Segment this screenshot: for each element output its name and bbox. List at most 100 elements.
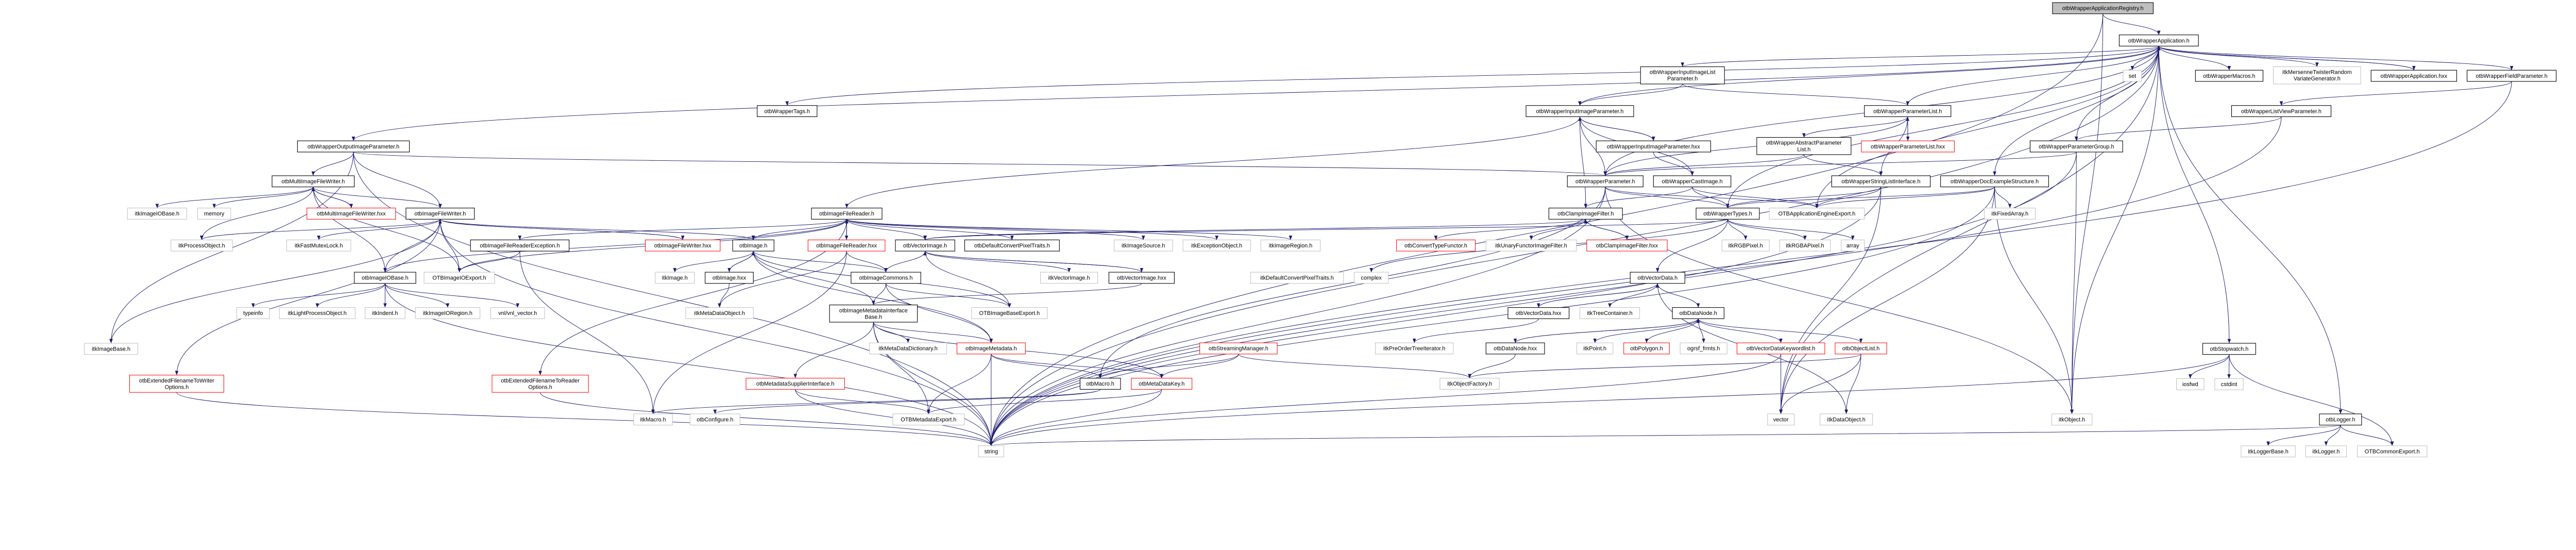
graph-node-plisthxx[interactable]: otbWrapperParameterList.hxx — [1861, 140, 1955, 153]
graph-node-itkvimage[interactable]: itkVectorImage.h — [1040, 272, 1098, 284]
graph-node-itkmacro[interactable]: itkMacro.h — [633, 413, 673, 426]
graph-node-itkimagebase[interactable]: itkImageBase.h — [84, 343, 138, 355]
graph-node-datanodehxx[interactable]: otbDataNode.hxx — [1485, 342, 1545, 355]
graph-node-types[interactable]: otbWrapperTypes.h — [1696, 208, 1760, 220]
graph-node-defconv[interactable]: otbDefaultConvertPixelTraits.h — [964, 239, 1060, 252]
graph-node-otbmacro[interactable]: otbMacro.h — [1079, 378, 1121, 390]
graph-node-itklogger[interactable]: itkLogger.h — [2305, 445, 2347, 458]
graph-node-configure[interactable]: otbConfigure.h — [689, 413, 740, 426]
graph-node-outimg[interactable]: otbWrapperOutputImageParameter.h — [297, 140, 410, 153]
graph-node-itkimage[interactable]: itkImage.h — [655, 272, 695, 284]
graph-node-point[interactable]: itkPoint.h — [1577, 342, 1614, 355]
graph-node-itkiobase[interactable]: itkImageIOBase.h — [127, 208, 188, 220]
graph-node-string[interactable]: string — [978, 445, 1005, 458]
graph-node-ioregion[interactable]: itkImageIORegion.h — [415, 307, 481, 319]
graph-node-procobj[interactable]: itkProcessObject.h — [171, 239, 233, 252]
graph-node-group[interactable]: otbWrapperParameterGroup.h — [2029, 140, 2123, 153]
graph-node-clamp[interactable]: otbClampImageFilter.h — [1548, 208, 1623, 220]
graph-node-itkobject[interactable]: itkObject.h — [2051, 413, 2093, 426]
graph-node-param[interactable]: otbWrapperParameter.h — [1567, 175, 1643, 188]
graph-node-docex[interactable]: otbWrapperDocExampleStructure.h — [1940, 175, 2049, 188]
graph-node-vdkw[interactable]: otbVectorDataKeywordlist.h — [1736, 342, 1825, 355]
graph-node-rgba[interactable]: itkRGBAPixel.h — [1779, 239, 1831, 252]
graph-node-imgmd[interactable]: otbImageMetadata.h — [956, 342, 1026, 355]
graph-node-memory[interactable]: memory — [197, 208, 231, 220]
graph-node-indent[interactable]: itkIndent.h — [365, 307, 405, 319]
graph-node-plist[interactable]: otbWrapperParameterList.h — [1864, 105, 1952, 117]
graph-node-app[interactable]: otbWrapperApplication.h — [2119, 35, 2199, 46]
graph-node-typeinfo[interactable]: typeinfo — [236, 307, 270, 319]
graph-node-vdata[interactable]: otbVectorData.h — [1630, 272, 1685, 284]
graph-node-otbiobase[interactable]: otbImageIOBase.h — [354, 272, 416, 284]
graph-node-baseexport[interactable]: OTBImageBaseExport.h — [971, 307, 1048, 319]
graph-node-image[interactable]: otbImage.h — [732, 239, 774, 252]
graph-node-commonexport[interactable]: OTBCommonExport.h — [2357, 445, 2428, 458]
graph-node-appexport[interactable]: OTBApplicationEngineExport.h — [1769, 208, 1865, 220]
graph-node-mdexport[interactable]: OTBMetadataExport.h — [892, 413, 965, 426]
graph-node-inimghxx[interactable]: otbWrapperInputImageParameter.hxx — [1596, 140, 1711, 153]
graph-node-imgregion[interactable]: itkImageRegion.h — [1260, 239, 1321, 252]
graph-node-lightproc[interactable]: itkLightProcessObject.h — [279, 307, 355, 319]
graph-node-ogr[interactable]: ogrsf_frmts.h — [1680, 342, 1727, 355]
graph-node-tree[interactable]: itkTreeContainer.h — [1579, 307, 1640, 319]
graph-node-unary[interactable]: itkUnaryFunctorImageFilter.h — [1485, 239, 1577, 252]
graph-node-metaobj[interactable]: itkMetaDataObject.h — [685, 307, 754, 319]
graph-node-cstdint[interactable]: cstdint — [2214, 378, 2244, 390]
graph-node-complex[interactable]: complex — [1354, 272, 1389, 284]
graph-node-commons[interactable]: otbImageCommons.h — [851, 272, 921, 284]
graph-node-preorder[interactable]: itkPreOrderTreeIterator.h — [1375, 342, 1454, 355]
graph-node-strlist[interactable]: otbWrapperStringListInterface.h — [1831, 175, 1931, 188]
graph-node-multiwhxx[interactable]: otbMultiImageFileWriter.hxx — [307, 208, 396, 220]
graph-node-set[interactable]: set — [2123, 70, 2142, 82]
graph-node-cast[interactable]: otbWrapperCastImage.h — [1653, 175, 1732, 188]
graph-node-stopwatch[interactable]: otbStopwatch.h — [2202, 343, 2256, 355]
graph-node-logger[interactable]: otbLogger.h — [2319, 413, 2362, 426]
graph-node-clamphxx[interactable]: otbClampImageFilter.hxx — [1586, 239, 1668, 252]
graph-node-vector[interactable]: vector — [1767, 413, 1795, 426]
graph-node-convfunc[interactable]: otbConvertTypeFunctor.h — [1396, 239, 1476, 252]
graph-node-objfactory[interactable]: itkObjectFactory.h — [1439, 378, 1500, 390]
graph-node-multiw[interactable]: otbMultiImageFileWriter.h — [272, 175, 355, 188]
graph-node-apphxx[interactable]: otbWrapperApplication.hxx — [2370, 70, 2458, 82]
graph-node-macros[interactable]: otbWrapperMacros.h — [2195, 70, 2264, 82]
graph-node-writer[interactable]: otbImageFileWriter.h — [405, 208, 475, 220]
graph-node-excobj[interactable]: itkExceptionObject.h — [1182, 239, 1251, 252]
graph-node-datanode[interactable]: otbDataNode.h — [1672, 307, 1724, 319]
graph-node-polygon[interactable]: otbPolygon.h — [1623, 342, 1670, 355]
graph-node-mutex[interactable]: itkFastMutexLock.h — [286, 239, 351, 252]
graph-node-loggerbase[interactable]: itkLoggerBase.h — [2241, 445, 2296, 458]
graph-node-mdsupp[interactable]: otbMetadataSupplierInterface.h — [745, 378, 845, 390]
graph-node-mddict[interactable]: itkMetaDataDictionary.h — [869, 342, 947, 355]
graph-node-vimagehxx[interactable]: otbVectorImage.hxx — [1108, 272, 1175, 284]
graph-node-itkdefconv[interactable]: itkDefaultConvertPixelTraits.h — [1250, 272, 1344, 284]
graph-node-iosfwd[interactable]: iosfwd — [2176, 378, 2205, 390]
graph-node-array[interactable]: array — [1841, 239, 1865, 252]
graph-node-imgsource[interactable]: itkImageSource.h — [1113, 239, 1173, 252]
graph-node-vnl[interactable]: vnl/vnl_vector.h — [490, 307, 545, 319]
graph-node-vimage[interactable]: otbVectorImage.h — [895, 239, 955, 252]
graph-node-field[interactable]: otbWrapperFieldParameter.h — [2466, 70, 2557, 82]
graph-node-imagehxx[interactable]: otbImage.hxx — [705, 272, 754, 284]
graph-node-dataobj[interactable]: itkDataObject.h — [1820, 413, 1873, 426]
graph-node-rgb[interactable]: itkRGBPixel.h — [1721, 239, 1770, 252]
graph-node-writerhxx[interactable]: otbImageFileWriter.hxx — [645, 239, 721, 252]
graph-node-mdkey[interactable]: otbMetaDataKey.h — [1131, 378, 1193, 390]
graph-node-tags[interactable]: otbWrapperTags.h — [757, 105, 818, 117]
graph-node-mersenne[interactable]: itkMersenneTwisterRandomVariateGenerator… — [2273, 66, 2361, 85]
graph-node-readerhxx[interactable]: otbImageFileReader.hxx — [807, 239, 886, 252]
graph-node-registry[interactable]: otbWrapperApplicationRegistry.h — [2052, 2, 2154, 14]
graph-node-reader[interactable]: otbImageFileReader.h — [811, 208, 883, 220]
graph-node-listview[interactable]: otbWrapperListViewParameter.h — [2231, 105, 2332, 117]
graph-node-objlist[interactable]: otbObjectList.h — [1835, 342, 1887, 355]
graph-node-fixedarr[interactable]: itkFixedArray.h — [1984, 208, 2036, 220]
graph-node-inimg[interactable]: otbWrapperInputImageParameter.h — [1526, 105, 1634, 117]
graph-node-streaming[interactable]: otbStreamingManager.h — [1199, 342, 1278, 355]
graph-node-vdatahxx[interactable]: otbVectorData.hxx — [1507, 307, 1570, 319]
graph-node-readerexc[interactable]: otbImageFileReaderException.h — [470, 239, 570, 252]
graph-node-ioexport[interactable]: OTBImageIOExport.h — [423, 272, 495, 284]
